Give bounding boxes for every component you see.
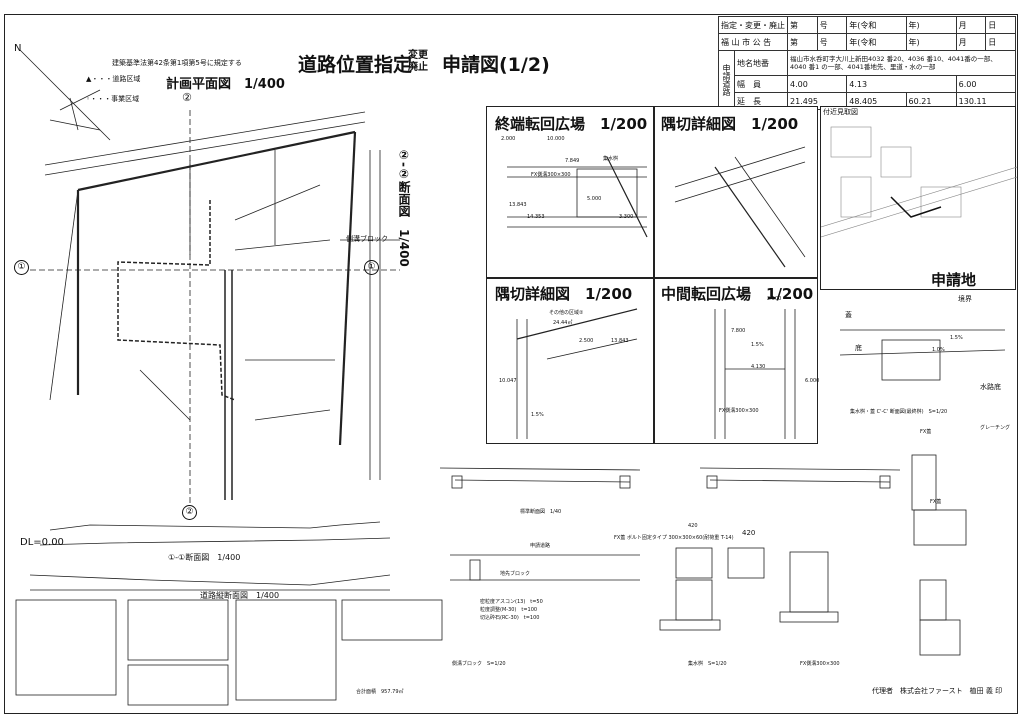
section-2-title: ②-②断面図 1/400 bbox=[397, 148, 411, 267]
gutter-block-title: 側溝ブロック S=1/20 bbox=[452, 661, 506, 667]
lid-label: 蓋 bbox=[845, 311, 852, 319]
plan-title: 計画平面図 1/400 bbox=[166, 77, 285, 92]
panel-corner-detail-2: 隅切詳細図 1/200 その他の区域② 24.44㎡ 2.500 13.843 … bbox=[486, 278, 654, 444]
panel-location-map: 付近見取図 申請地 bbox=[820, 106, 1017, 290]
border-label: 境界 bbox=[958, 295, 972, 303]
drawing-sheet bbox=[4, 14, 1018, 714]
fx-lid-note: FX蓋 ボルト固定タイプ 300×300×60(耐荷重 T-14) bbox=[614, 535, 734, 541]
panel-corner-detail-1: 隅切詳細図 1/200 bbox=[654, 106, 818, 278]
panel-end-turnaround: 終端転回広場 1/200 2.000 10.000 7.849 FX側溝300×… bbox=[486, 106, 654, 278]
drawing-title-sub: 変更廃止 bbox=[408, 50, 428, 73]
address-value: 福山市水呑町字大川上新田4032 番20、4036 番10、4041番の一部、4… bbox=[787, 50, 1016, 76]
plan-mark-top: ② bbox=[182, 91, 192, 104]
section-mark-1-right: ① bbox=[364, 260, 379, 275]
author-stamp: 代理者 株式会社ファースト 植田 義 印 bbox=[872, 687, 1003, 695]
dl-label: DL=0.00 bbox=[20, 537, 64, 548]
waterway-label: 水路底 bbox=[980, 383, 1001, 391]
total-area: 合計面積 957.79㎡ bbox=[356, 689, 404, 695]
road-sec-label: 申請道路 bbox=[530, 543, 551, 549]
section-mark-2-bottom: ② bbox=[182, 505, 197, 520]
section-mark-1-left: ① bbox=[14, 260, 29, 275]
standard-section-title: 標準断面図 1/40 bbox=[520, 509, 562, 515]
legend-project: ◦・・・事業区域 bbox=[86, 95, 140, 103]
section-1-title: ①-①断面図 1/400 bbox=[168, 553, 241, 562]
panel-mid-turnaround: 中間転回広場 1/200 2.500 7.800 4.130 6.000 1.5… bbox=[654, 278, 819, 444]
block-label: 地先ブロック bbox=[500, 571, 531, 577]
legend-road: ▲・・・道路区域 bbox=[86, 75, 141, 83]
road-long-title: 道路縦断面図 1/400 bbox=[200, 591, 280, 600]
fx-lid-label: FX蓋 bbox=[920, 429, 932, 435]
fx-gutter-title: FX側溝300×300 bbox=[800, 661, 840, 667]
approval-header-table: 指定・変更・廃止 第 号 年(令和 年) 月 日 福 山 市 公 告 第 号 年… bbox=[718, 16, 1017, 110]
drawing-title: 道路位置指定 bbox=[298, 54, 413, 76]
bottom-label: 底 bbox=[855, 344, 862, 352]
gutter-label: 側溝ブロック bbox=[346, 235, 388, 243]
fx-lid-label-2: FX蓋 bbox=[930, 499, 942, 505]
grating-label: グレーチング bbox=[980, 425, 1011, 431]
site-label: 申請地 bbox=[931, 271, 977, 289]
catch-basin-title: 集水桝 S=1/20 bbox=[688, 661, 727, 667]
drawing-title-right: 申請図(1/2) bbox=[442, 54, 550, 76]
north-label: N bbox=[14, 43, 22, 54]
legend-law: 建築基準法第42条第1項第5号に規定する bbox=[112, 59, 242, 67]
catch-basin-section-title: 集水桝・蓋 C'-C' 断面図(最終桝) S=1/20 bbox=[850, 409, 948, 415]
